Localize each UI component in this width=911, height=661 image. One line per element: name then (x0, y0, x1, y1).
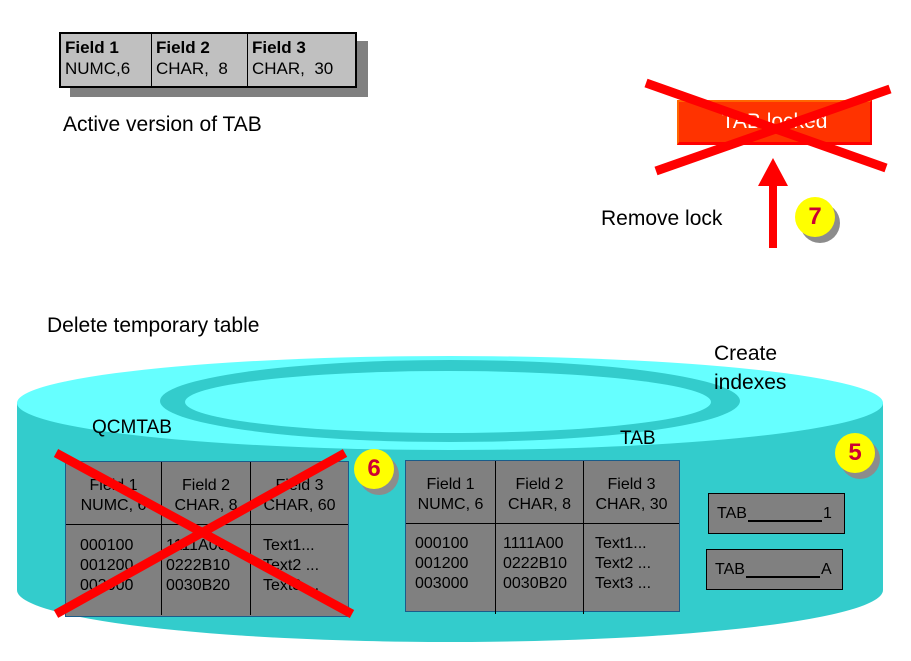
table-value: 0030B20 (166, 577, 231, 594)
step-badge-7: 7 (795, 197, 835, 237)
header-cell: Field 1 NUMC, 6 (406, 461, 496, 523)
active-table-col: Field 1 NUMC,6 (61, 34, 152, 86)
table-body: 000100 001200 003000 1111A00 0222B10 003… (406, 524, 679, 614)
index-suffix: 1 (822, 504, 832, 522)
table-value: 0030B20 (503, 575, 568, 592)
column-type: NUMC, 6 (417, 496, 484, 513)
temp-table-title: QCMTAB (92, 417, 172, 438)
column-type: CHAR, 8 (507, 496, 572, 513)
column-name: Field 1 (426, 476, 475, 493)
table-value: Text1... (595, 535, 647, 552)
new-table-title: TAB (620, 428, 656, 449)
active-table: Field 1 NUMC,6 Field 2 CHAR, 8 Field 3 C… (59, 32, 357, 88)
column-type: CHAR, 8 (174, 497, 238, 514)
create-indexes-line: Create (714, 342, 778, 365)
create-indexes-line: indexes (714, 371, 787, 394)
table-value: 0222B10 (166, 557, 231, 574)
index-box: TAB 1 (708, 493, 845, 534)
column-type: NUMC,6 (65, 59, 131, 78)
table-value: 001200 (415, 555, 469, 572)
column-name: Field 1 (65, 38, 119, 57)
data-cell: Text1... Text2 ... Text3 ... (584, 524, 679, 614)
up-arrow-icon (758, 158, 788, 248)
table-value: 003000 (415, 575, 469, 592)
data-cell: 1111A00 0222B10 0030B20 (162, 525, 251, 615)
remove-lock-label: Remove lock (601, 207, 723, 230)
index-underline (745, 562, 820, 578)
index-prefix: TAB (717, 504, 747, 522)
table-value: 000100 (415, 535, 469, 552)
step-badge-6: 6 (354, 449, 394, 489)
step-number: 5 (848, 439, 862, 466)
column-type: NUMC, 6 (80, 497, 147, 514)
column-name: Field 2 (515, 476, 564, 493)
header-cell: Field 2 CHAR, 8 (496, 461, 584, 523)
column-type: CHAR, 30 (595, 496, 668, 513)
new-table: Field 1 NUMC, 6 Field 2 CHAR, 8 Field 3 … (405, 460, 680, 614)
index-box: TAB A (706, 549, 843, 590)
column-type: CHAR, 8 (156, 59, 228, 78)
step-badge-5: 5 (835, 433, 875, 473)
column-name: Field 2 (181, 477, 231, 494)
data-cell: 1111A00 0222B10 0030B20 (496, 524, 584, 614)
table-value: 0222B10 (503, 555, 568, 572)
active-version-caption: Active version of TAB (63, 113, 262, 136)
column-type: CHAR, 30 (252, 59, 334, 78)
header-cell: Field 3 CHAR, 30 (584, 461, 679, 523)
table-value: Text1... (263, 537, 315, 554)
table-header-row: Field 1 NUMC, 6 Field 2 CHAR, 8 Field 3 … (406, 461, 679, 524)
index-prefix: TAB (715, 560, 745, 578)
data-cell: 000100 001200 003000 (406, 524, 496, 614)
table-value: 001200 (80, 557, 134, 574)
delete-temp-table-label: Delete temporary table (47, 314, 260, 337)
step-number: 6 (367, 455, 381, 482)
table-value: Text3 ... (595, 575, 652, 592)
create-indexes-label: Create indexes (714, 339, 786, 397)
header-cell: Field 2 CHAR, 8 (162, 462, 251, 524)
column-type: CHAR, 60 (263, 497, 336, 514)
table-value: 1111A00 (503, 535, 564, 552)
index-suffix: A (820, 560, 832, 578)
table-value: Text2 ... (595, 555, 652, 572)
active-table-col: Field 2 CHAR, 8 (152, 34, 248, 86)
column-name: Field 2 (156, 38, 210, 57)
column-name: Field 3 (607, 476, 656, 493)
index-underline (747, 506, 822, 522)
table-value: 000100 (80, 537, 134, 554)
step-number: 7 (808, 203, 822, 230)
column-name: Field 3 (252, 38, 306, 57)
active-table-col: Field 3 CHAR, 30 (248, 34, 355, 86)
